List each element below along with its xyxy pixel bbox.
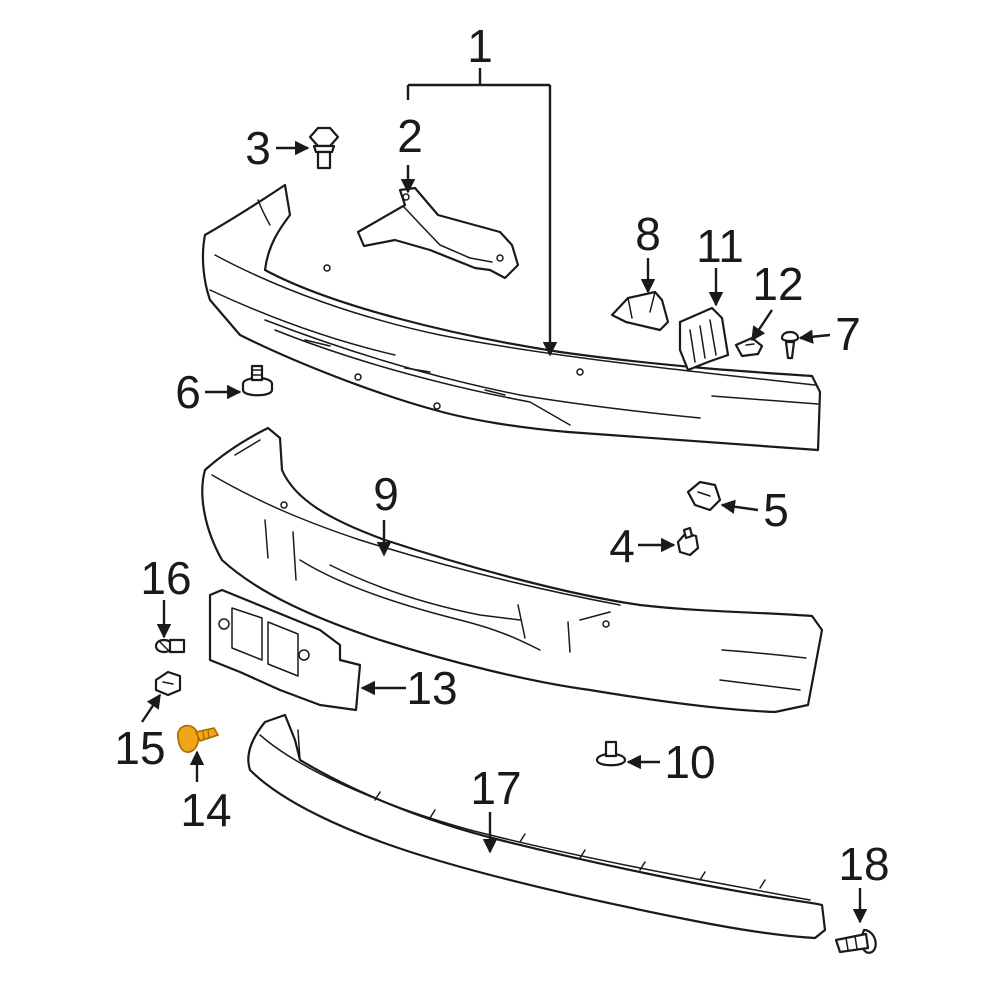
callout-14: 14 [180,784,231,836]
callout-5: 5 [763,484,789,536]
bolt-6 [241,364,274,397]
bolt-4 [676,526,700,557]
callout-10: 10 [664,736,715,788]
license-plate-bracket [208,588,362,712]
push-pin-18 [834,928,877,954]
callout-13: 13 [406,662,457,714]
mounting-bracket [356,186,520,280]
lower-air-deflector [247,713,827,940]
bracket-8 [610,290,670,332]
callout-15: 15 [114,722,165,774]
callout-9: 9 [373,468,399,520]
callout-16: 16 [140,552,191,604]
callout-2: 2 [397,110,423,162]
callout-1: 1 [467,20,493,72]
callout-labels: 1 2 3 4 5 6 7 8 9 10 11 12 13 14 15 16 1… [114,20,889,890]
push-pin-7 [780,330,800,360]
callout-4: 4 [609,520,635,572]
side-plate-11 [678,306,730,372]
callout-18: 18 [838,838,889,890]
callout-8: 8 [635,208,661,260]
clip-5 [686,480,722,512]
nut-15 [154,670,182,697]
bolt-3 [308,126,340,170]
callout-7: 7 [835,308,861,360]
bolt-16 [154,638,186,654]
push-pin-10 [595,740,627,767]
callout-17: 17 [470,762,521,814]
callout-6: 6 [175,366,201,418]
screw-14-highlighted [176,724,220,753]
upper-bumper-bar [201,183,822,452]
leader-lines [141,68,868,924]
lower-bumper-cover [201,426,824,714]
callout-12: 12 [752,258,803,310]
callout-11: 11 [696,220,744,272]
clip-nut-12 [734,336,764,358]
callout-3: 3 [245,122,271,174]
